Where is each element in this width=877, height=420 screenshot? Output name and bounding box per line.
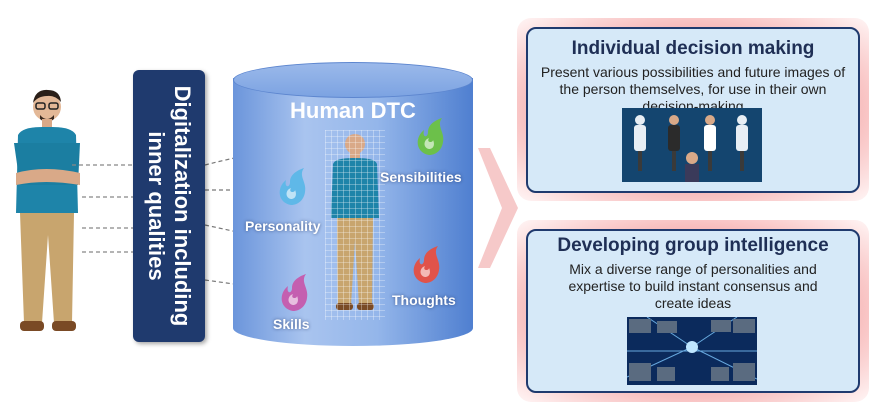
cylinder-title: Human DTC: [290, 98, 416, 123]
sensibilities-flame-icon: [417, 118, 444, 155]
digitalization-banner: Digitalization including inner qualities: [133, 70, 205, 342]
skills-flame-icon: [281, 274, 308, 311]
panel-1-title: Individual decision making: [571, 38, 815, 59]
individual-futures-photo: [622, 108, 762, 182]
banner-text: Digitalization including inner qualities: [144, 85, 195, 327]
personality-label: Personality: [245, 218, 321, 234]
digital-twin-figure: [325, 130, 385, 320]
right-arrow-icon: [478, 148, 518, 268]
personality-flame-icon: [279, 168, 306, 205]
skills-label: Skills: [273, 316, 310, 332]
group-network-photo: [627, 317, 757, 385]
panel-1-text: Present various possibilities and future…: [540, 64, 846, 114]
cylinder-top: [233, 62, 473, 98]
thoughts-flame-icon: [413, 246, 440, 283]
panel-2-title: Developing group intelligence: [557, 235, 829, 256]
sensibilities-label: Sensibilities: [380, 169, 462, 185]
panel-2-text: Mix a diverse range of personalities and…: [568, 261, 818, 311]
thoughts-label: Thoughts: [392, 292, 456, 308]
person-illustration: [14, 89, 80, 331]
